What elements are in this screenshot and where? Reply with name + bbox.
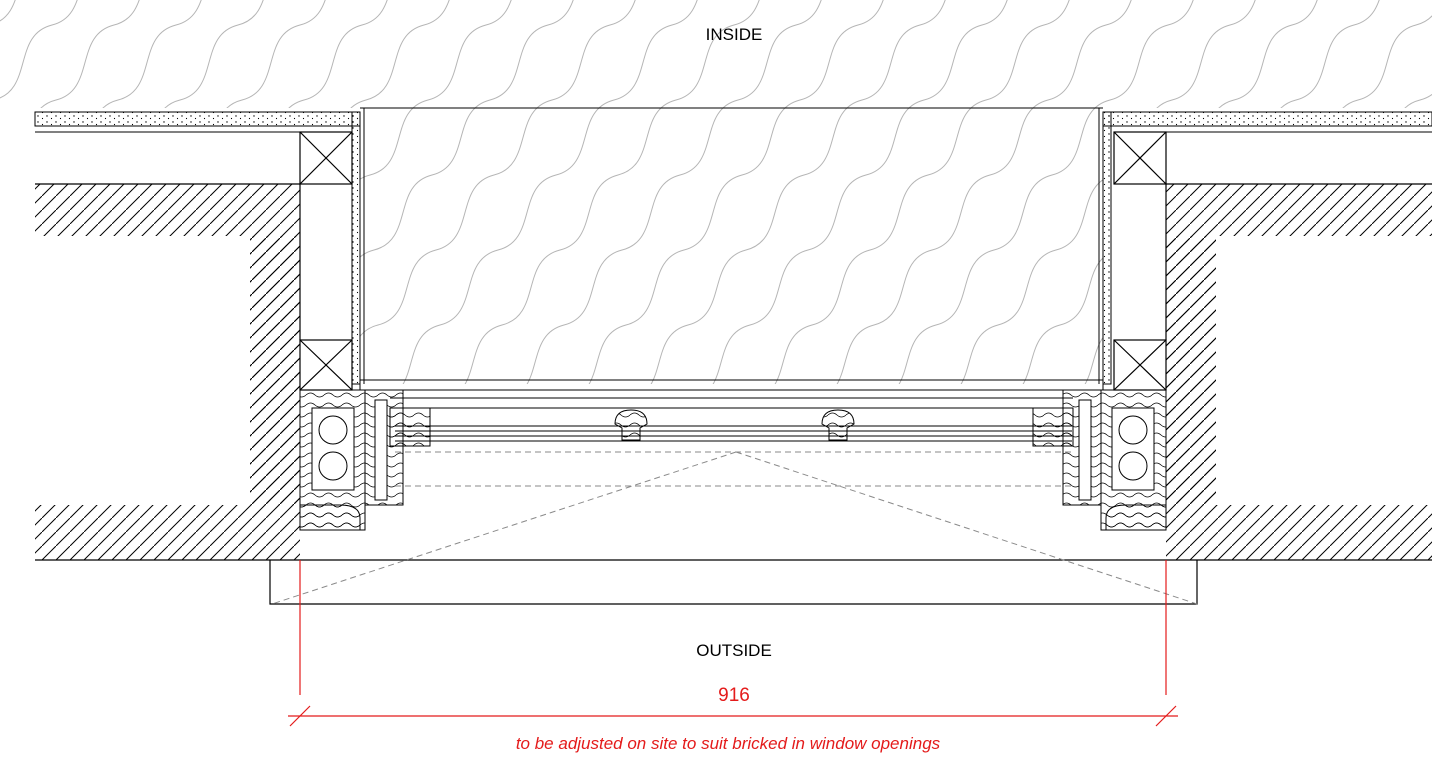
brick-inner-hatch (250, 236, 1216, 505)
inside-hatch-line (381, 0, 731, 384)
inside-hatch-line (319, 0, 669, 384)
inside-hatch-line (567, 0, 917, 384)
reveal-lining (351, 108, 1112, 385)
dimension-line (288, 560, 1178, 727)
window-frame-left (299, 389, 404, 531)
inside-hatch-line (443, 0, 793, 384)
window-frame-right (1062, 389, 1167, 531)
outside-label: OUTSIDE (696, 641, 772, 660)
plaster-layers (34, 107, 1432, 133)
inside-label: INSIDE (706, 25, 763, 44)
glazing-sash (359, 379, 1104, 447)
inside-hatch-line (691, 0, 1041, 384)
brick-wall-right (1166, 184, 1432, 560)
sill-outline (269, 559, 1198, 605)
inside-hatch-line (753, 0, 1103, 384)
dimension-note: to be adjusted on site to suit bricked i… (516, 734, 941, 753)
inside-hatch-line (0, 0, 111, 384)
inside-hatch-line (0, 0, 173, 384)
inside-hatch-line (505, 0, 855, 384)
inside-hatch-line (629, 0, 979, 384)
inside-hatch-line (815, 0, 1165, 384)
brick-wall-left (35, 184, 300, 560)
dashed-opening-lines (271, 451, 1198, 605)
inside-hatch-line (877, 0, 1227, 384)
dimension-value: 916 (718, 685, 750, 706)
